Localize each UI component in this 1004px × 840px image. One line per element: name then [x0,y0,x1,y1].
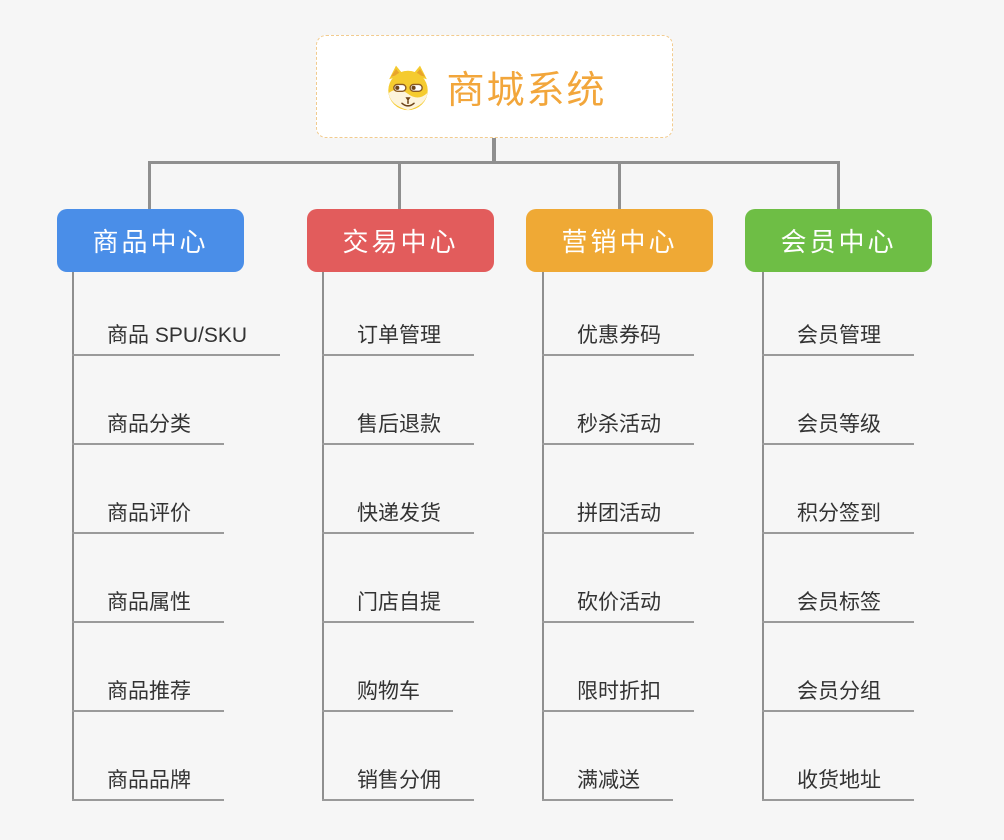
leaf-node[interactable]: 商品属性 [72,588,224,623]
leaf-node[interactable]: 商品 SPU/SKU [72,321,281,356]
leaf-node[interactable]: 会员分组 [762,677,914,712]
leaf-node[interactable]: 会员管理 [762,321,914,356]
leaf-node[interactable]: 积分签到 [762,499,914,534]
connector-root-drop [492,138,496,164]
connector-stub-4 [837,161,840,209]
branch-label: 会员中心 [780,227,897,257]
branch-label: 交易中心 [342,227,459,257]
leaf-node[interactable]: 收货地址 [762,766,914,801]
leaf-node[interactable]: 砍价活动 [542,588,694,623]
leaf-node[interactable]: 限时折扣 [542,677,694,712]
leaf-node[interactable]: 商品推荐 [72,677,224,712]
branch-trunk-line [72,272,74,801]
branch-trunk-line [542,272,544,801]
leaf-node[interactable]: 售后退款 [322,410,474,445]
connector-bus [148,161,840,164]
leaf-node[interactable]: 秒杀活动 [542,410,694,445]
connector-stub-2 [398,161,401,209]
dog-face-icon [382,63,434,111]
leaf-node[interactable]: 订单管理 [322,321,474,356]
connector-stub-1 [148,161,151,209]
leaf-node[interactable]: 销售分佣 [322,766,474,801]
leaf-node[interactable]: 满减送 [542,766,673,801]
leaf-node[interactable]: 会员标签 [762,588,914,623]
leaf-node[interactable]: 优惠券码 [542,321,694,356]
leaf-node[interactable]: 商品分类 [72,410,224,445]
branch-trunk-line [762,272,764,801]
leaf-node[interactable]: 门店自提 [322,588,474,623]
connector-stub-3 [618,161,621,209]
branch-node-member-center[interactable]: 会员中心 [745,209,932,272]
branch-label: 营销中心 [561,227,678,257]
leaf-node[interactable]: 拼团活动 [542,499,694,534]
root-title: 商城系统 [446,70,607,112]
branch-node-marketing-center[interactable]: 营销中心 [526,209,713,272]
leaf-node[interactable]: 快递发货 [322,499,474,534]
root-node[interactable]: 商城系统 [316,35,673,138]
leaf-node[interactable]: 商品评价 [72,499,224,534]
branch-label: 商品中心 [92,227,209,257]
leaf-node[interactable]: 购物车 [322,677,453,712]
leaf-node[interactable]: 会员等级 [762,410,914,445]
leaf-node[interactable]: 商品品牌 [72,766,224,801]
branch-node-trade-center[interactable]: 交易中心 [307,209,494,272]
branch-trunk-line [322,272,324,801]
branch-node-product-center[interactable]: 商品中心 [57,209,244,272]
